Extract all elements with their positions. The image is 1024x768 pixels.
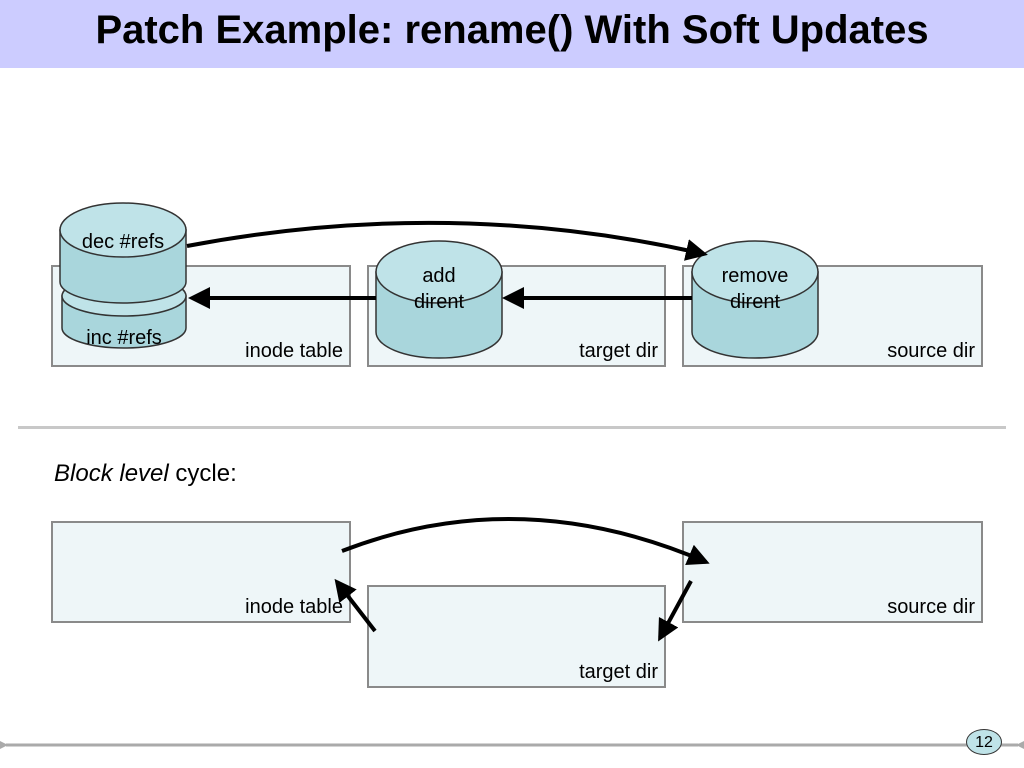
block-inode-table-box: inode table (51, 521, 351, 623)
block-level-italic: Block level (54, 460, 169, 487)
arrow-dec-to-remove (186, 220, 708, 261)
block-inode-table-label: inode table (245, 596, 343, 618)
remove-dirent-cylinder (691, 240, 819, 359)
target-dir-label: target dir (579, 340, 658, 362)
block-target-dir-box: target dir (367, 585, 666, 688)
block-level-heading: Block level cycle: (54, 460, 237, 488)
arrow-target-to-inode (334, 578, 377, 633)
divider-line (18, 426, 1006, 429)
arrow-inode-to-source (341, 517, 710, 565)
block-level-rest: cycle: (168, 460, 237, 487)
block-source-dir-label: source dir (887, 596, 975, 618)
add-dirent-cylinder (375, 240, 503, 359)
block-target-dir-label: target dir (579, 661, 658, 683)
title-bar (0, 0, 1024, 68)
inode-table-label: inode table (245, 340, 343, 362)
block-source-dir-box: source dir (682, 521, 983, 623)
page-number-badge: 12 (966, 729, 1002, 755)
source-dir-label: source dir (887, 340, 975, 362)
slide-title: Patch Example: rename() With Soft Update… (95, 8, 929, 52)
dec-refs-cylinder (59, 202, 187, 304)
arrow-source-to-target (658, 580, 693, 642)
